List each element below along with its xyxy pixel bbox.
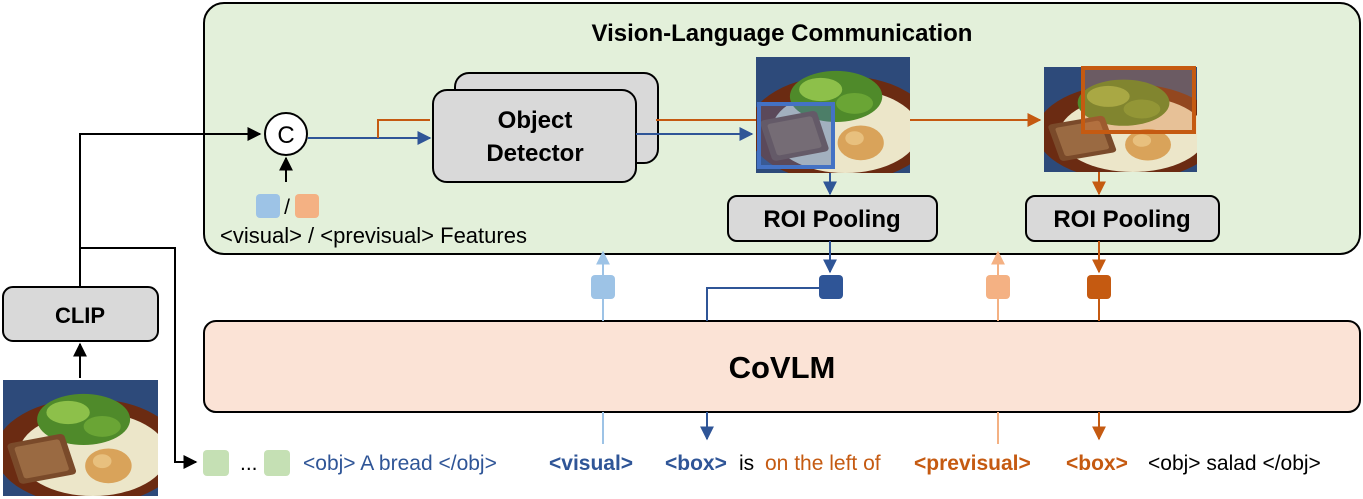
object-detector-label-line2: Detector	[486, 140, 583, 167]
object-detector-block	[432, 89, 637, 183]
obj-close-token-1: </obj>	[438, 452, 496, 475]
roi-pooling-label-1: ROI Pooling	[763, 206, 900, 233]
image-token-square-1	[203, 450, 229, 476]
svg-text:C: C	[277, 122, 294, 149]
concat-circle-icon: C	[264, 112, 308, 156]
pooled-visual-to-covlm-line	[706, 287, 819, 321]
detected-image-2	[1044, 66, 1197, 172]
visual-query-square	[591, 275, 615, 299]
token-sequence: <obj> A bread </obj>	[0, 452, 514, 475]
obj-open-token-1: <obj>	[303, 452, 356, 475]
covlm-label: CoVLM	[729, 350, 836, 385]
pooled-previsual-feature	[1087, 275, 1111, 299]
bounding-box-icon	[1081, 66, 1196, 134]
detected-image-1	[756, 57, 910, 173]
visual-token: <visual>	[549, 452, 633, 475]
food-photo-icon	[3, 380, 158, 496]
is-text: is	[739, 452, 754, 475]
roi-pooling-block-1	[727, 195, 938, 242]
obj-close-token-2: </obj>	[1262, 452, 1320, 475]
box-token-2: <box>	[1066, 452, 1128, 475]
obj-open-token-2: <obj>	[1148, 452, 1201, 475]
roi-pooling-label-2: ROI Pooling	[1053, 206, 1190, 233]
feature-separator: /	[284, 196, 290, 219]
covlm-block	[203, 320, 1361, 413]
visual-feature-square	[256, 194, 280, 218]
panel-title: Vision-Language Communication	[592, 20, 973, 47]
salad-text: salad	[1201, 452, 1263, 475]
previsual-token: <previsual>	[914, 452, 1031, 475]
object-detector-label-line1: Object	[498, 107, 573, 134]
bounding-box-icon	[757, 102, 835, 169]
previsual-query-square	[986, 275, 1010, 299]
bread-text: A bread	[356, 452, 439, 475]
features-caption: <visual> / <previsual> Features	[220, 223, 527, 248]
roi-pooling-block-2	[1025, 195, 1220, 242]
clip-to-sequence-arrow	[80, 247, 198, 469]
previsual-feature-square	[295, 194, 319, 218]
clip-label: CLIP	[55, 303, 105, 328]
concat-to-detector-orange-line	[377, 119, 430, 138]
ellipsis: ...	[240, 452, 258, 475]
clip-to-concat-arrow	[79, 127, 262, 287]
box-token-1: <box>	[665, 452, 727, 475]
image-token-square-2	[264, 450, 290, 476]
salad-segment: <obj> salad </obj>	[0, 452, 1338, 475]
pooled-visual-feature	[819, 275, 843, 299]
input-image	[3, 380, 158, 496]
relation-text: on the left of	[765, 452, 881, 475]
